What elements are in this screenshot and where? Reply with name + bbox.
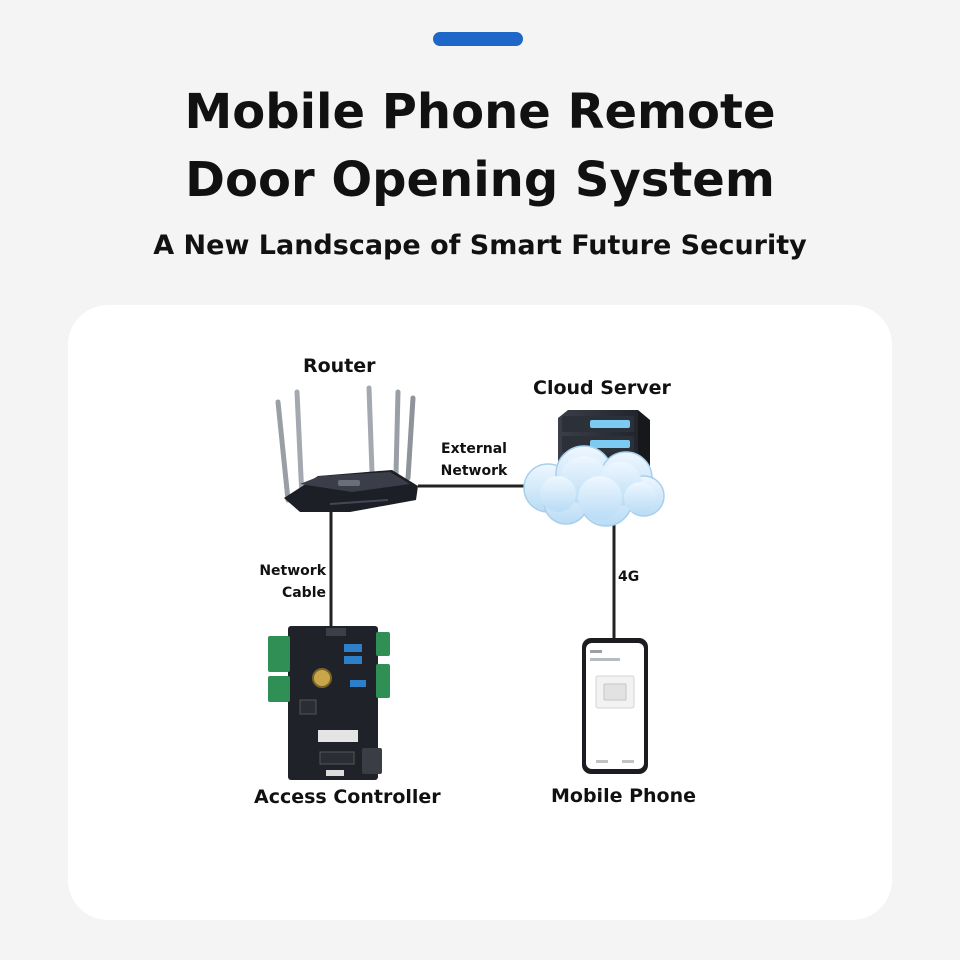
external-network-label-line-2: Network <box>440 463 508 479</box>
page-subtitle: A New Landscape of Smart Future Security <box>153 230 807 261</box>
accent-bar <box>433 32 523 46</box>
title-line-2: Door Opening System <box>185 152 775 208</box>
page-title: Mobile Phone Remote Door Opening System <box>0 78 960 214</box>
external-network-label: External Network <box>436 438 512 482</box>
mobile-phone-label: Mobile Phone <box>551 785 697 807</box>
access-controller-label: Access Controller <box>254 786 441 808</box>
network-cable-label-line-1: Network <box>259 563 326 579</box>
mobile-phone-icon <box>582 638 648 774</box>
cloud-server-icon <box>523 410 665 527</box>
external-network-label-line-1: External <box>441 441 507 457</box>
diagram-panel <box>68 305 892 920</box>
network-cable-label: Network Cable <box>254 560 326 604</box>
title-line-1: Mobile Phone Remote <box>184 84 776 140</box>
access-controller-board-icon <box>268 626 390 780</box>
cloud-server-label: Cloud Server <box>533 377 671 399</box>
cellular-4g-label: 4G <box>618 569 640 585</box>
router-label: Router <box>303 355 376 377</box>
network-cable-label-line-2: Cable <box>281 585 326 601</box>
router-icon <box>275 385 418 512</box>
